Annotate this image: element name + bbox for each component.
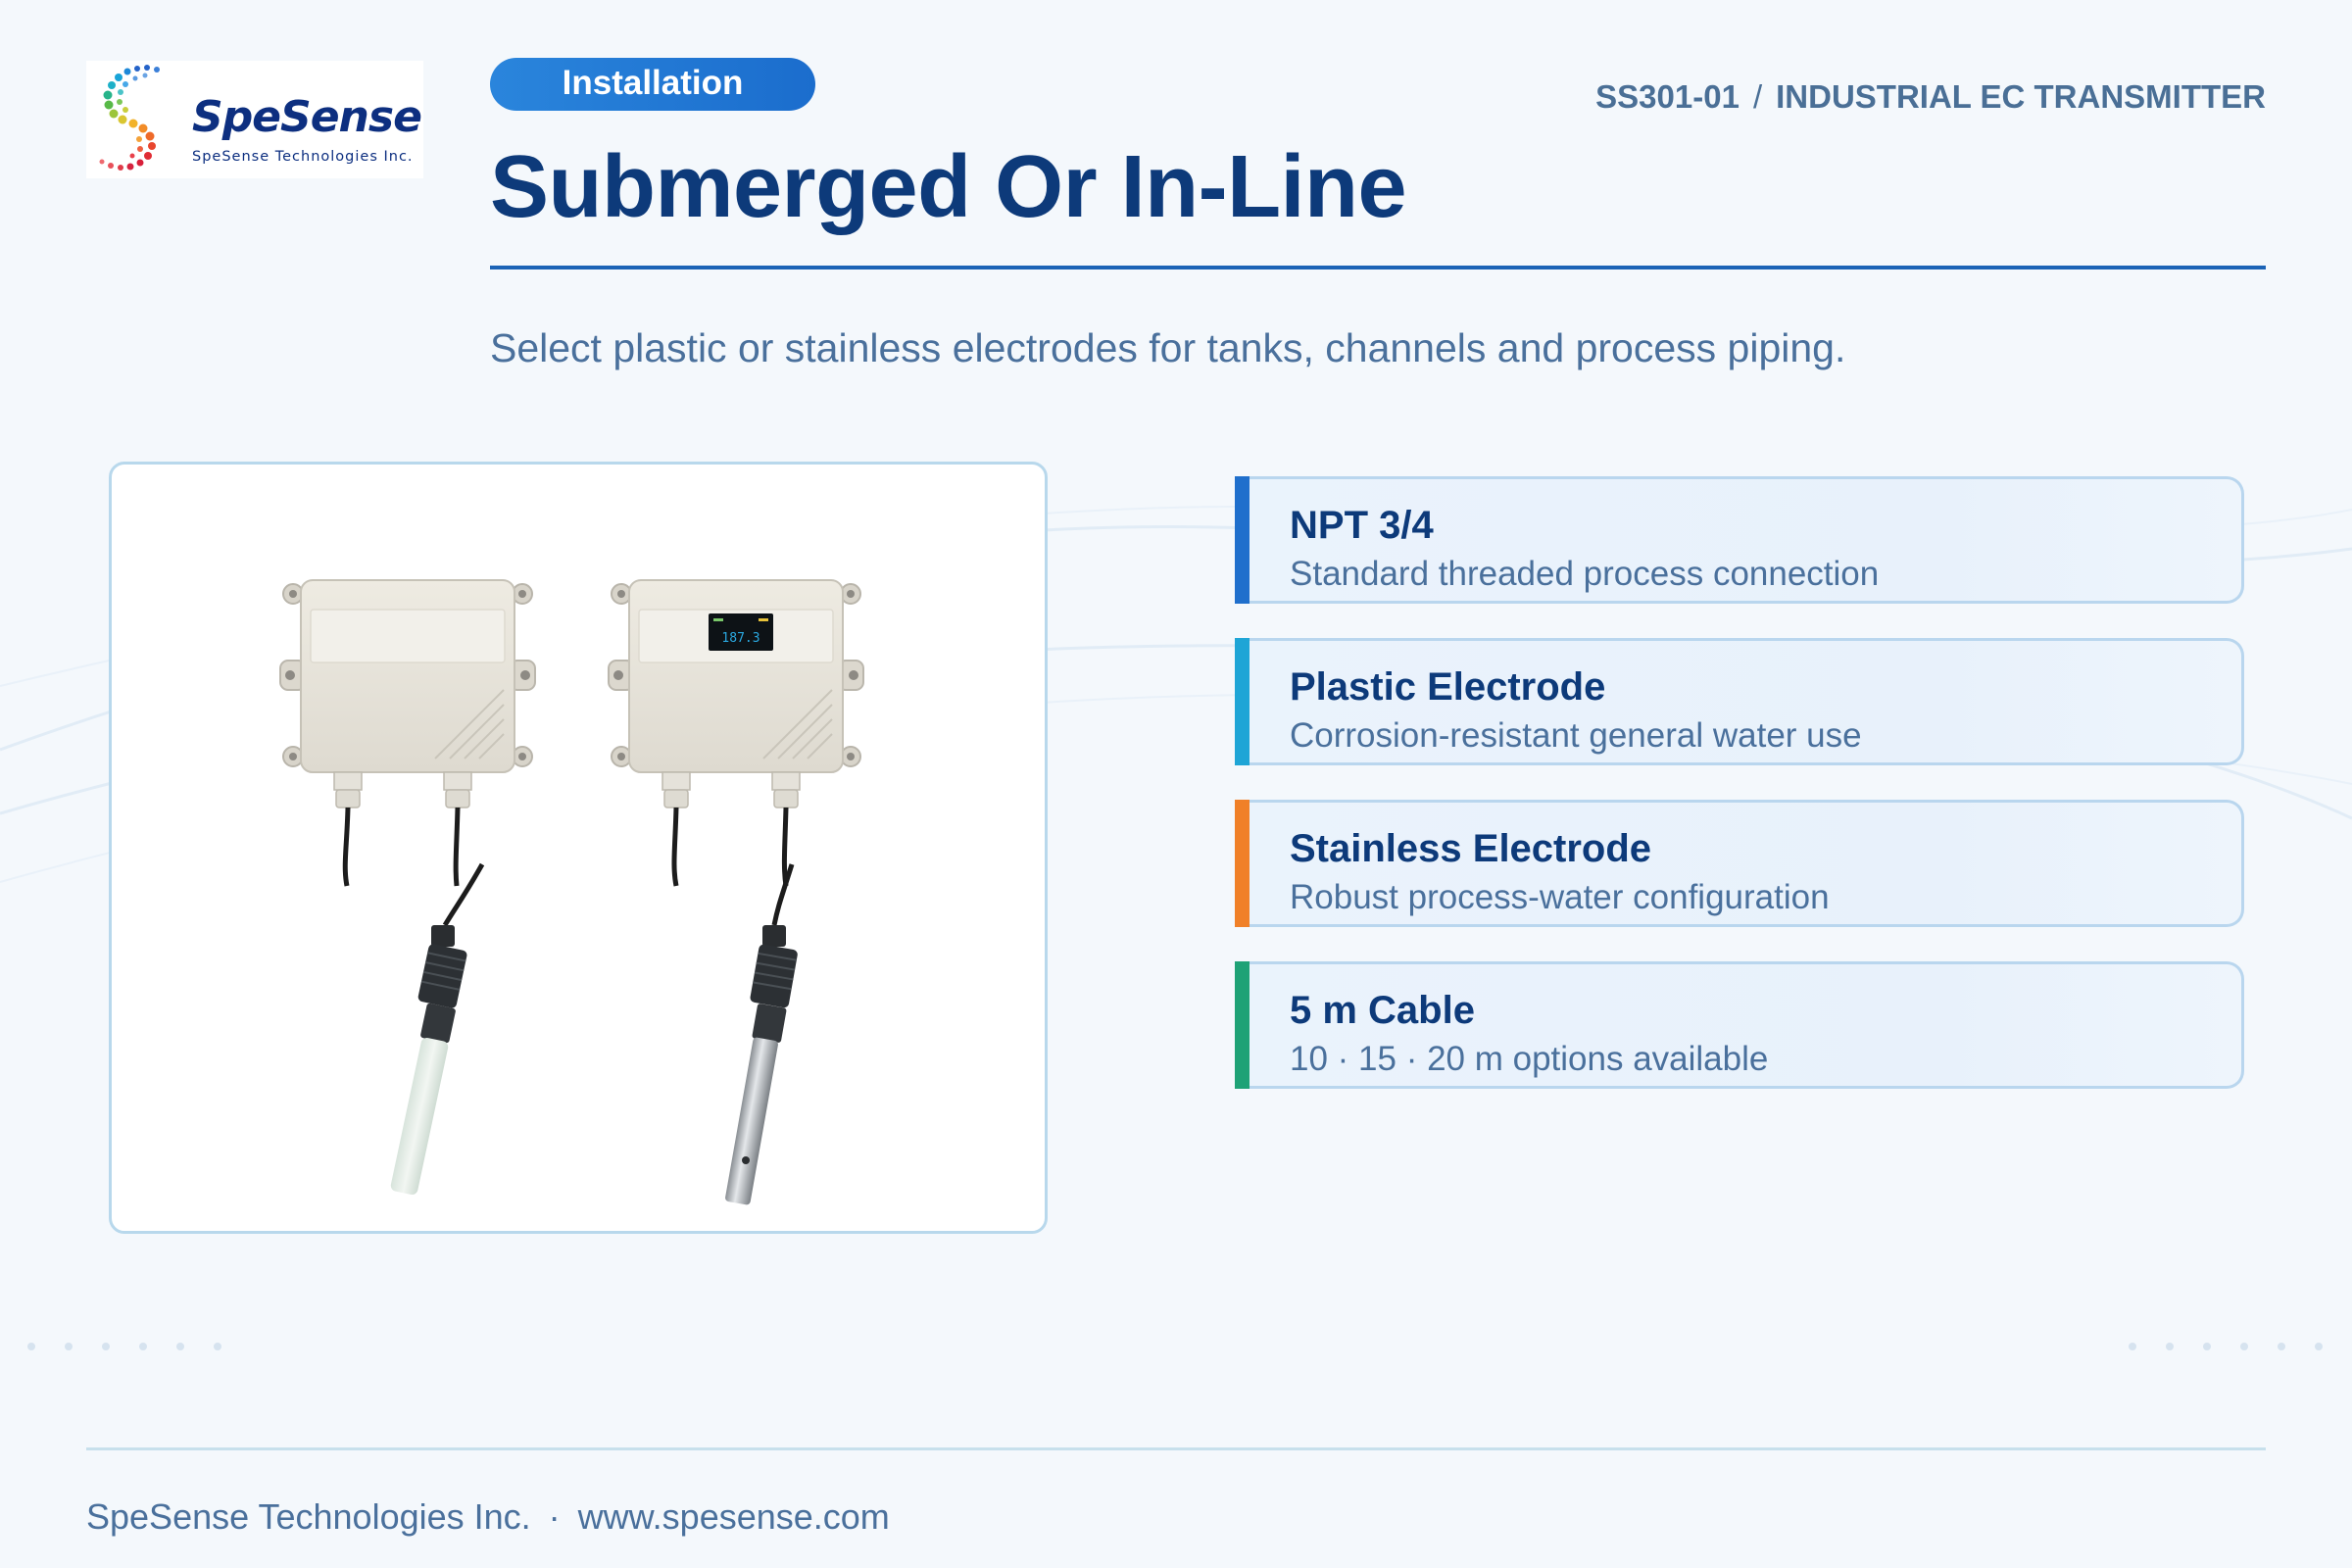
feature-accent-bar xyxy=(1235,476,1250,604)
section-tag: Installation xyxy=(490,58,815,111)
footer-divider xyxy=(86,1447,2266,1450)
page-subtitle: Select plastic or stainless electrodes f… xyxy=(490,325,1846,370)
feature-accent-bar xyxy=(1235,961,1250,1089)
brand-tagline: SpeSense Technologies Inc. xyxy=(192,149,414,165)
feature-description: Robust process-water configuration xyxy=(1290,878,1830,916)
feature-card-cable: 5 m Cable 10 · 15 · 20 m options availab… xyxy=(1235,961,2244,1089)
feature-title: NPT 3/4 xyxy=(1290,504,1434,547)
feature-card-stainless-electrode: Stainless Electrode Robust process-water… xyxy=(1235,800,2244,927)
decorative-dots-left xyxy=(27,1338,251,1350)
feature-accent-bar xyxy=(1235,800,1250,927)
feature-card-plastic-electrode: Plastic Electrode Corrosion-resistant ge… xyxy=(1235,638,2244,765)
page-title: Submerged Or In-Line xyxy=(490,138,1407,236)
feature-description: Standard threaded process connection xyxy=(1290,555,1880,593)
feature-list: NPT 3/4 Standard threaded process connec… xyxy=(1235,476,2244,1123)
brand-name: SpeSense xyxy=(192,92,422,142)
product-photo: 187.3 xyxy=(109,462,1048,1234)
product-name: INDUSTRIAL EC TRANSMITTER xyxy=(1776,78,2266,115)
display-reading: 187.3 xyxy=(721,631,760,646)
title-divider xyxy=(490,266,2266,270)
feature-accent-bar xyxy=(1235,638,1250,765)
footer-separator: · xyxy=(548,1496,561,1537)
feature-title: Stainless Electrode xyxy=(1290,827,1652,870)
footer-website-link[interactable]: www.spesense.com xyxy=(577,1496,890,1537)
feature-title: 5 m Cable xyxy=(1290,989,1475,1032)
transmitter-illustration: 187.3 xyxy=(279,579,864,1205)
transmitter-right: 187.3 xyxy=(608,579,864,1205)
product-breadcrumb: SS301-01 / INDUSTRIAL EC TRANSMITTER xyxy=(1595,78,2266,116)
model-number: SS301-01 xyxy=(1595,78,1740,115)
feature-description: Corrosion-resistant general water use xyxy=(1290,716,1862,755)
transmitter-left xyxy=(279,579,536,1196)
brand-logo: SpeSense SpeSense Technologies Inc. xyxy=(86,61,423,178)
spiral-logo-icon xyxy=(99,65,160,171)
footer: SpeSense Technologies Inc. · www.spesense.… xyxy=(86,1496,890,1538)
feature-title: Plastic Electrode xyxy=(1290,665,1606,709)
feature-card-npt: NPT 3/4 Standard threaded process connec… xyxy=(1235,476,2244,604)
feature-description: 10 · 15 · 20 m options available xyxy=(1290,1040,1769,1078)
decorative-dots-right xyxy=(2129,1338,2352,1350)
footer-company: SpeSense Technologies Inc. xyxy=(86,1496,531,1537)
breadcrumb-separator: / xyxy=(1752,78,1763,115)
